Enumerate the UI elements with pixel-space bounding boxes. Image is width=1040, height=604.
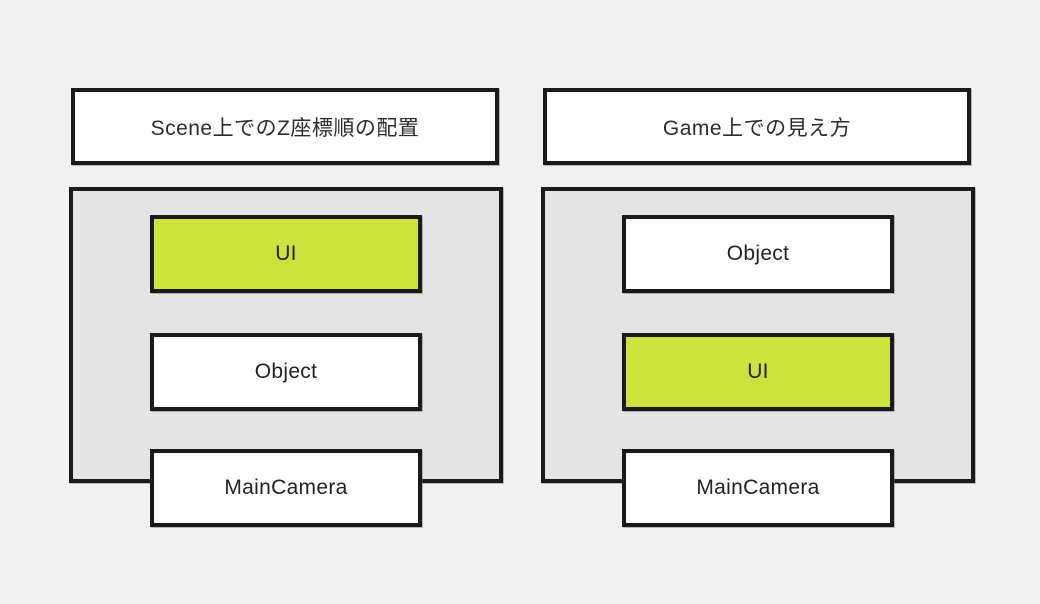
game-box-ui-label: UI — [747, 360, 769, 383]
scene-box-object: Object — [150, 333, 422, 411]
game-box-object: Object — [622, 215, 894, 293]
scene-box-object-label: Object — [254, 360, 318, 383]
panel-scene-title: Scene上でのZ座標順の配置 — [150, 116, 420, 140]
scene-box-ui-label: UI — [275, 242, 297, 265]
game-box-object-label: Object — [726, 242, 790, 265]
scene-box-maincamera-label: MainCamera — [224, 476, 348, 499]
panel-game: Game上での見え方 Object UI MainCamera — [541, 88, 975, 548]
panel-scene: Scene上でのZ座標順の配置 UI Object MainCamera — [69, 88, 503, 548]
game-box-maincamera-label: MainCamera — [696, 476, 820, 499]
game-box-ui: UI — [622, 333, 894, 411]
panel-game-title-box: Game上での見え方 — [543, 88, 971, 165]
scene-box-ui: UI — [150, 215, 422, 293]
game-box-maincamera: MainCamera — [622, 449, 894, 527]
panel-scene-title-box: Scene上でのZ座標順の配置 — [71, 88, 499, 165]
panel-game-title: Game上での見え方 — [662, 116, 852, 140]
scene-box-maincamera: MainCamera — [150, 449, 422, 527]
